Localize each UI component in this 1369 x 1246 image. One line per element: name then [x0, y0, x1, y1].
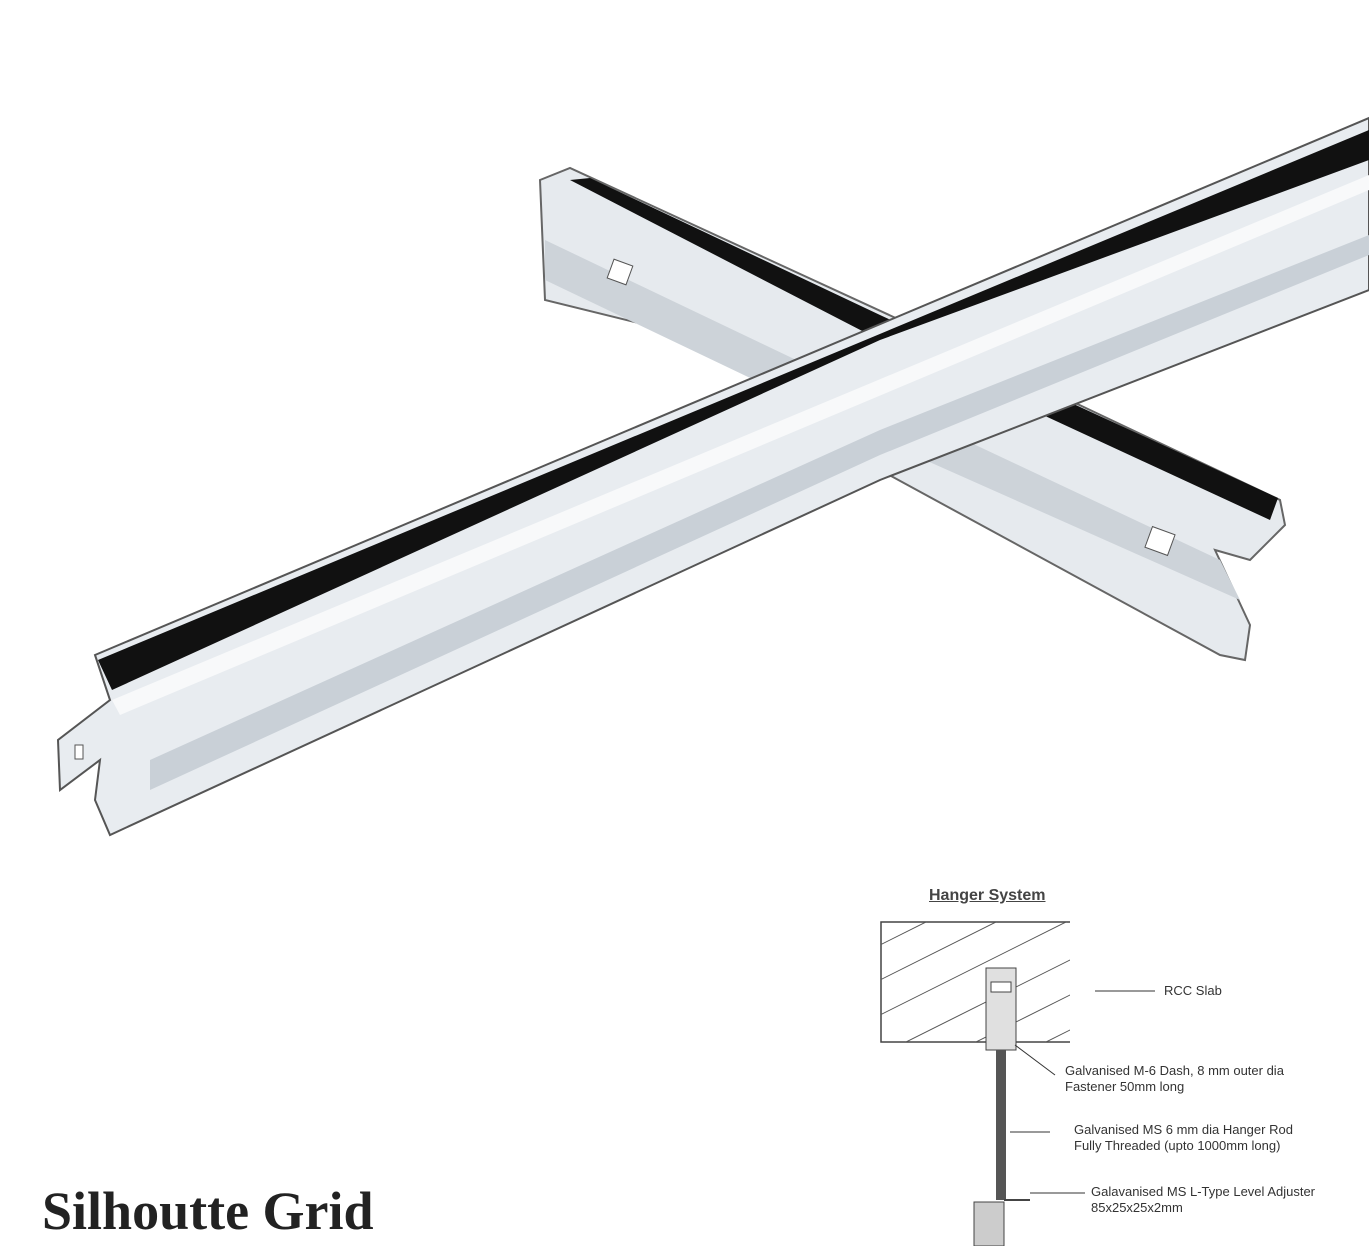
label-adjuster-line1: Galavanised MS L-Type Level Adjuster [1091, 1184, 1316, 1199]
hanger-system-title: Hanger System [929, 887, 1046, 904]
silhouette-grid-product-image [56, 116, 1369, 837]
label-rcc-slab: RCC Slab [1164, 983, 1222, 998]
label-fastener: Galvanised M-6 Dash, 8 mm outer dia Fast… [1065, 1063, 1284, 1095]
label-fastener-line1: Galvanised M-6 Dash, 8 mm outer dia [1065, 1063, 1284, 1078]
label-fastener-line2: Fastener 50mm long [1065, 1079, 1185, 1094]
main-tee [56, 116, 1369, 837]
label-rod-line2: Fully Threaded (upto 1000mm long) [1074, 1138, 1281, 1153]
leader-lines [1010, 990, 1155, 1194]
hanger-system-diagram [880, 921, 1070, 1246]
product-title: Silhoutte Grid [42, 1181, 374, 1241]
label-hanger-rod: Galvanised MS 6 mm dia Hanger Rod Fully … [1074, 1122, 1293, 1154]
label-adjuster-line2: 85x25x25x2mm [1091, 1200, 1183, 1215]
label-level-adjuster: Galavanised MS L-Type Level Adjuster 85x… [1091, 1184, 1315, 1216]
label-rod-line1: Galvanised MS 6 mm dia Hanger Rod [1074, 1122, 1293, 1137]
